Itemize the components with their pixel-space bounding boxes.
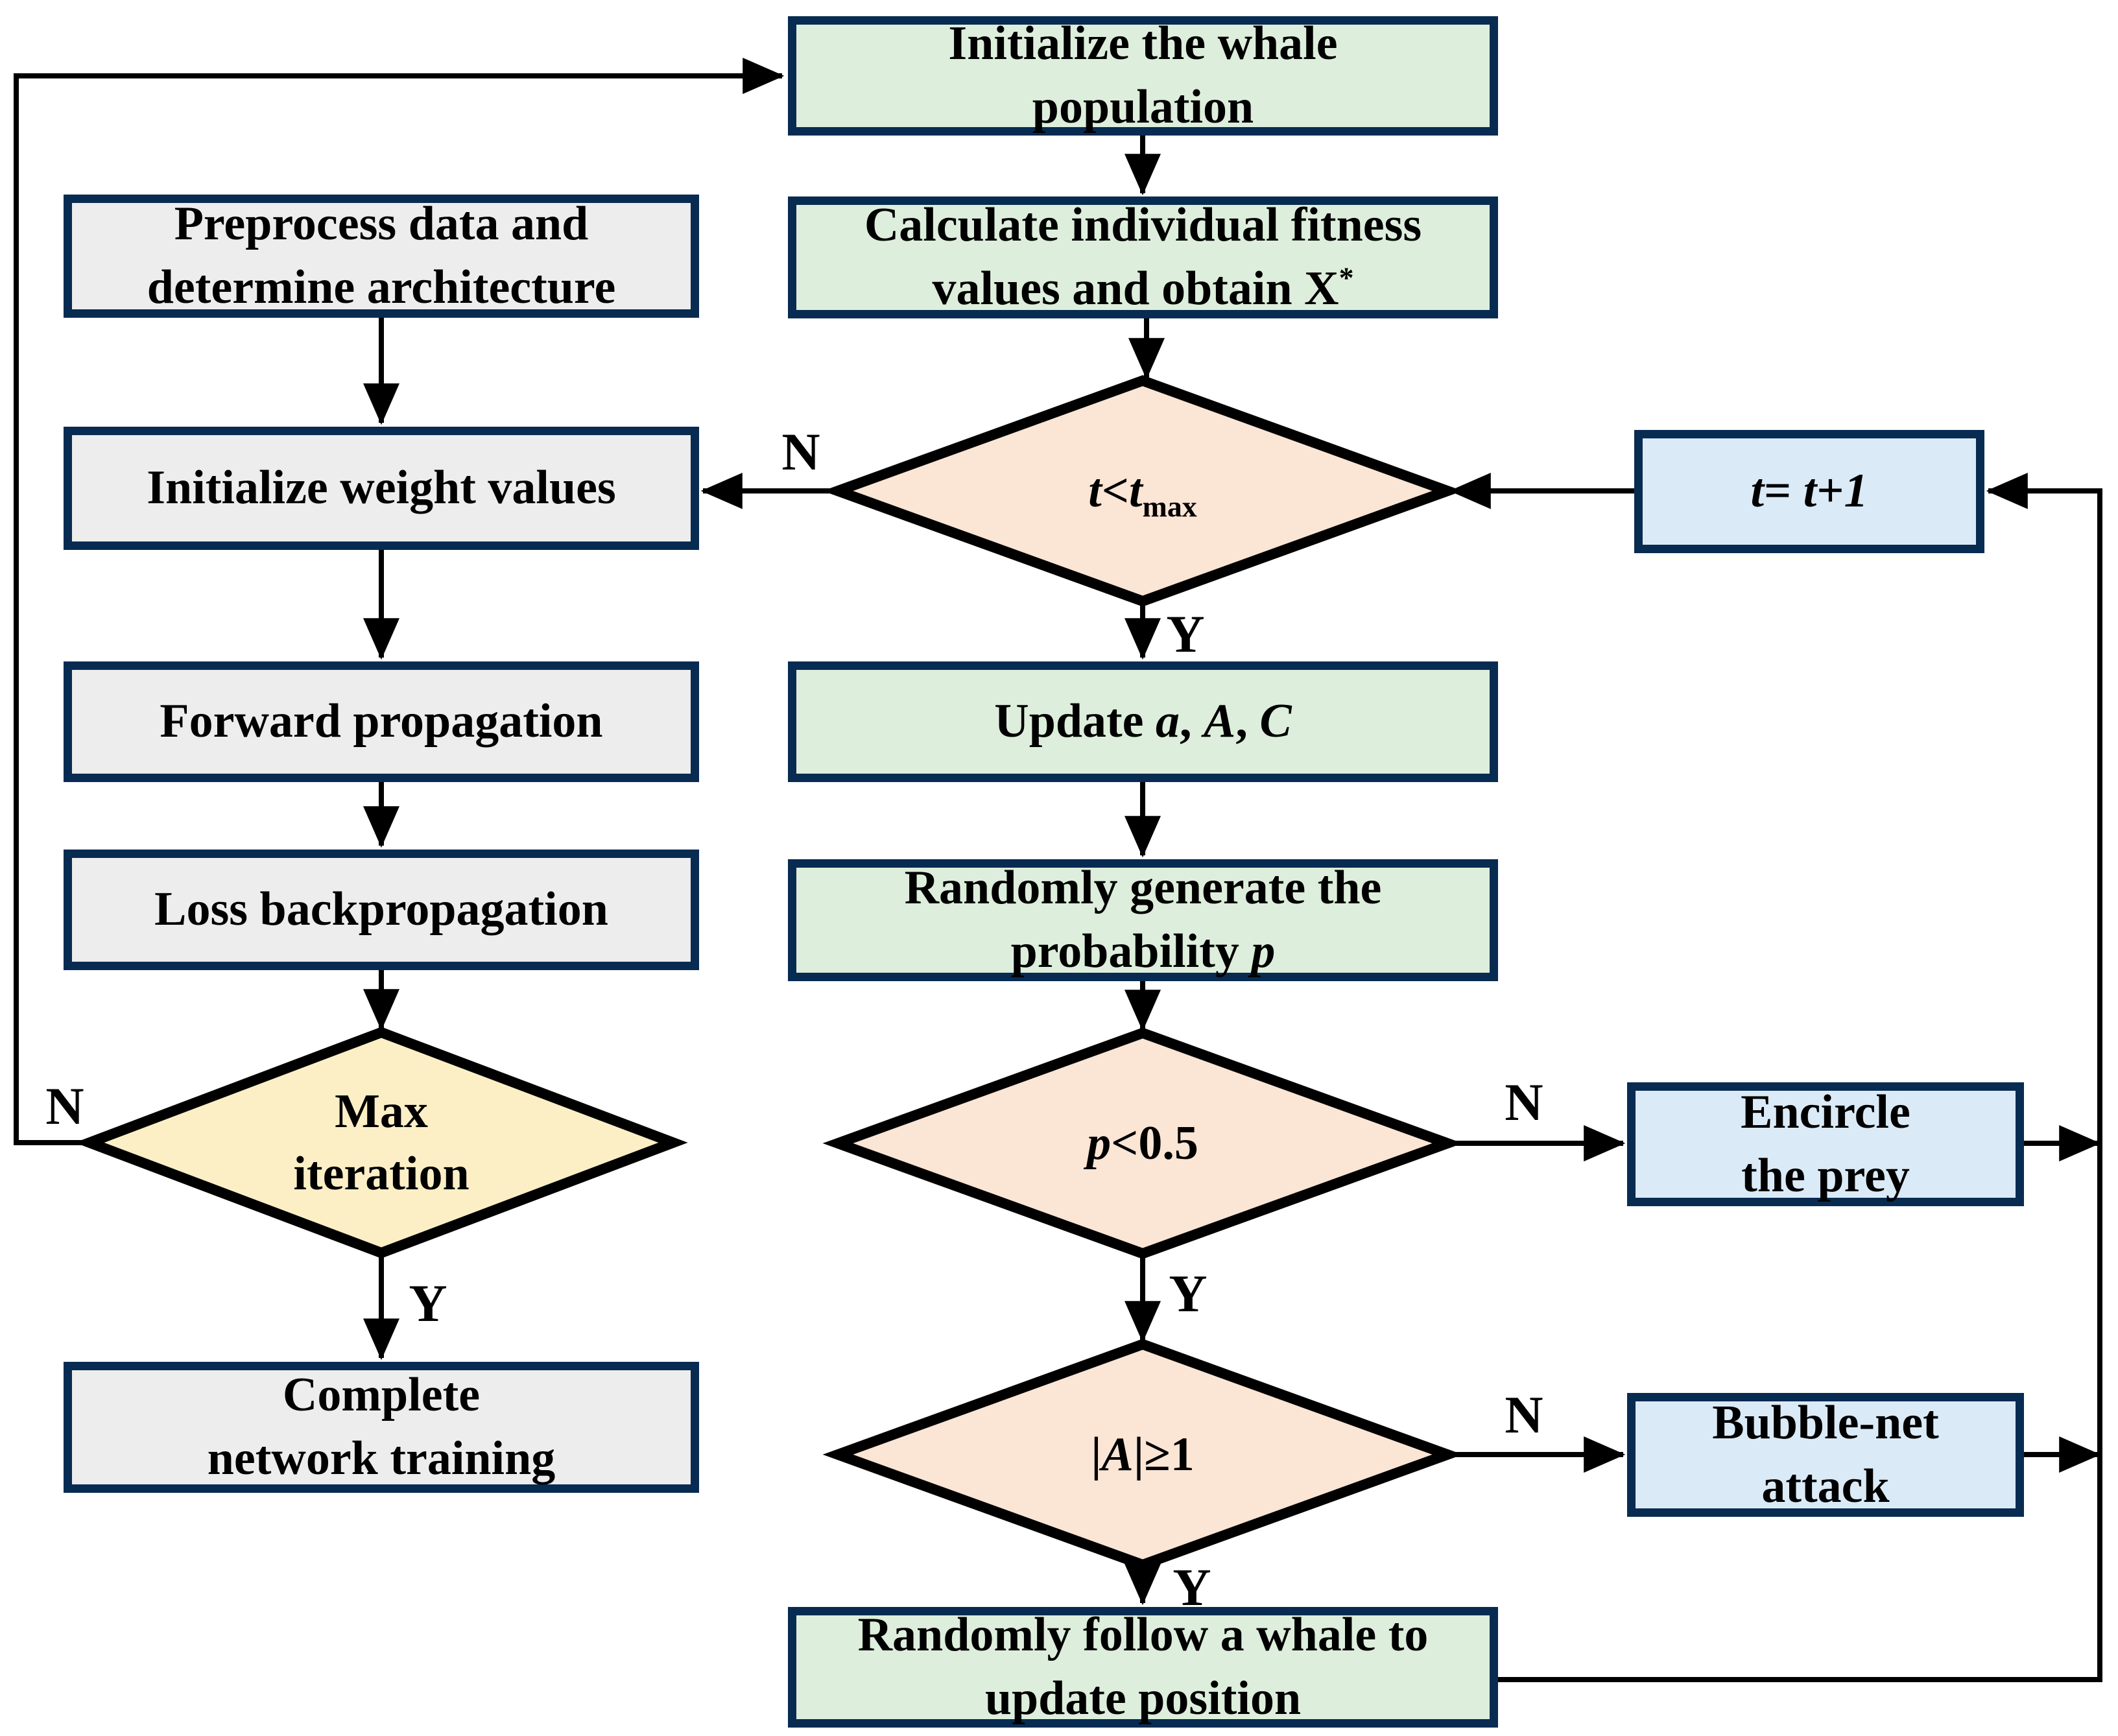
label-abs-A-ge-1-no: N bbox=[1505, 1385, 1543, 1444]
node-t-increment: t= t+1 bbox=[1634, 430, 1984, 553]
node-initialize-weights: Initialize weight values bbox=[64, 427, 699, 550]
label-abs-A-ge-1-yes: Y bbox=[1172, 1558, 1211, 1617]
decision-max-iteration-diamond bbox=[75, 1027, 688, 1259]
edge-maxiter-no-loop bbox=[14, 58, 785, 1145]
node-initialize-weights-label: Initialize weight values bbox=[147, 461, 616, 515]
node-t-increment-label: t= t+1 bbox=[1750, 464, 1868, 518]
node-forward-propagation: Forward propagation bbox=[64, 661, 699, 782]
node-loss-backpropagation: Loss backpropagation bbox=[64, 850, 699, 970]
label-t-lt-tmax-no: N bbox=[781, 422, 820, 481]
decision-abs-A-ge-1-label: |A|≥1 bbox=[1091, 1427, 1195, 1481]
label-t-lt-tmax-yes: Y bbox=[1166, 604, 1205, 663]
decision-t-lt-tmax-diamond bbox=[822, 375, 1463, 607]
decision-p-lt-05-diamond bbox=[822, 1027, 1463, 1259]
decision-p-lt-05-label: p<0.5 bbox=[1087, 1116, 1198, 1170]
node-forward-propagation-label: Forward propagation bbox=[160, 695, 603, 748]
node-update-a-A-C: Update a, A, C bbox=[788, 661, 1498, 782]
node-loss-backpropagation-label: Loss backpropagation bbox=[154, 883, 608, 936]
label-max-iteration-yes: Y bbox=[409, 1274, 447, 1333]
label-p-lt-05-no: N bbox=[1505, 1073, 1543, 1132]
node-update-a-A-C-label: Update a, A, C bbox=[994, 695, 1292, 748]
decision-t-lt-tmax-label: t<tmax bbox=[1088, 464, 1197, 523]
decision-abs-A-ge-1-diamond bbox=[822, 1338, 1463, 1571]
label-max-iteration-no: N bbox=[45, 1076, 84, 1136]
label-p-lt-05-yes: Y bbox=[1169, 1264, 1208, 1323]
edge-return-loop bbox=[1498, 473, 2102, 1682]
